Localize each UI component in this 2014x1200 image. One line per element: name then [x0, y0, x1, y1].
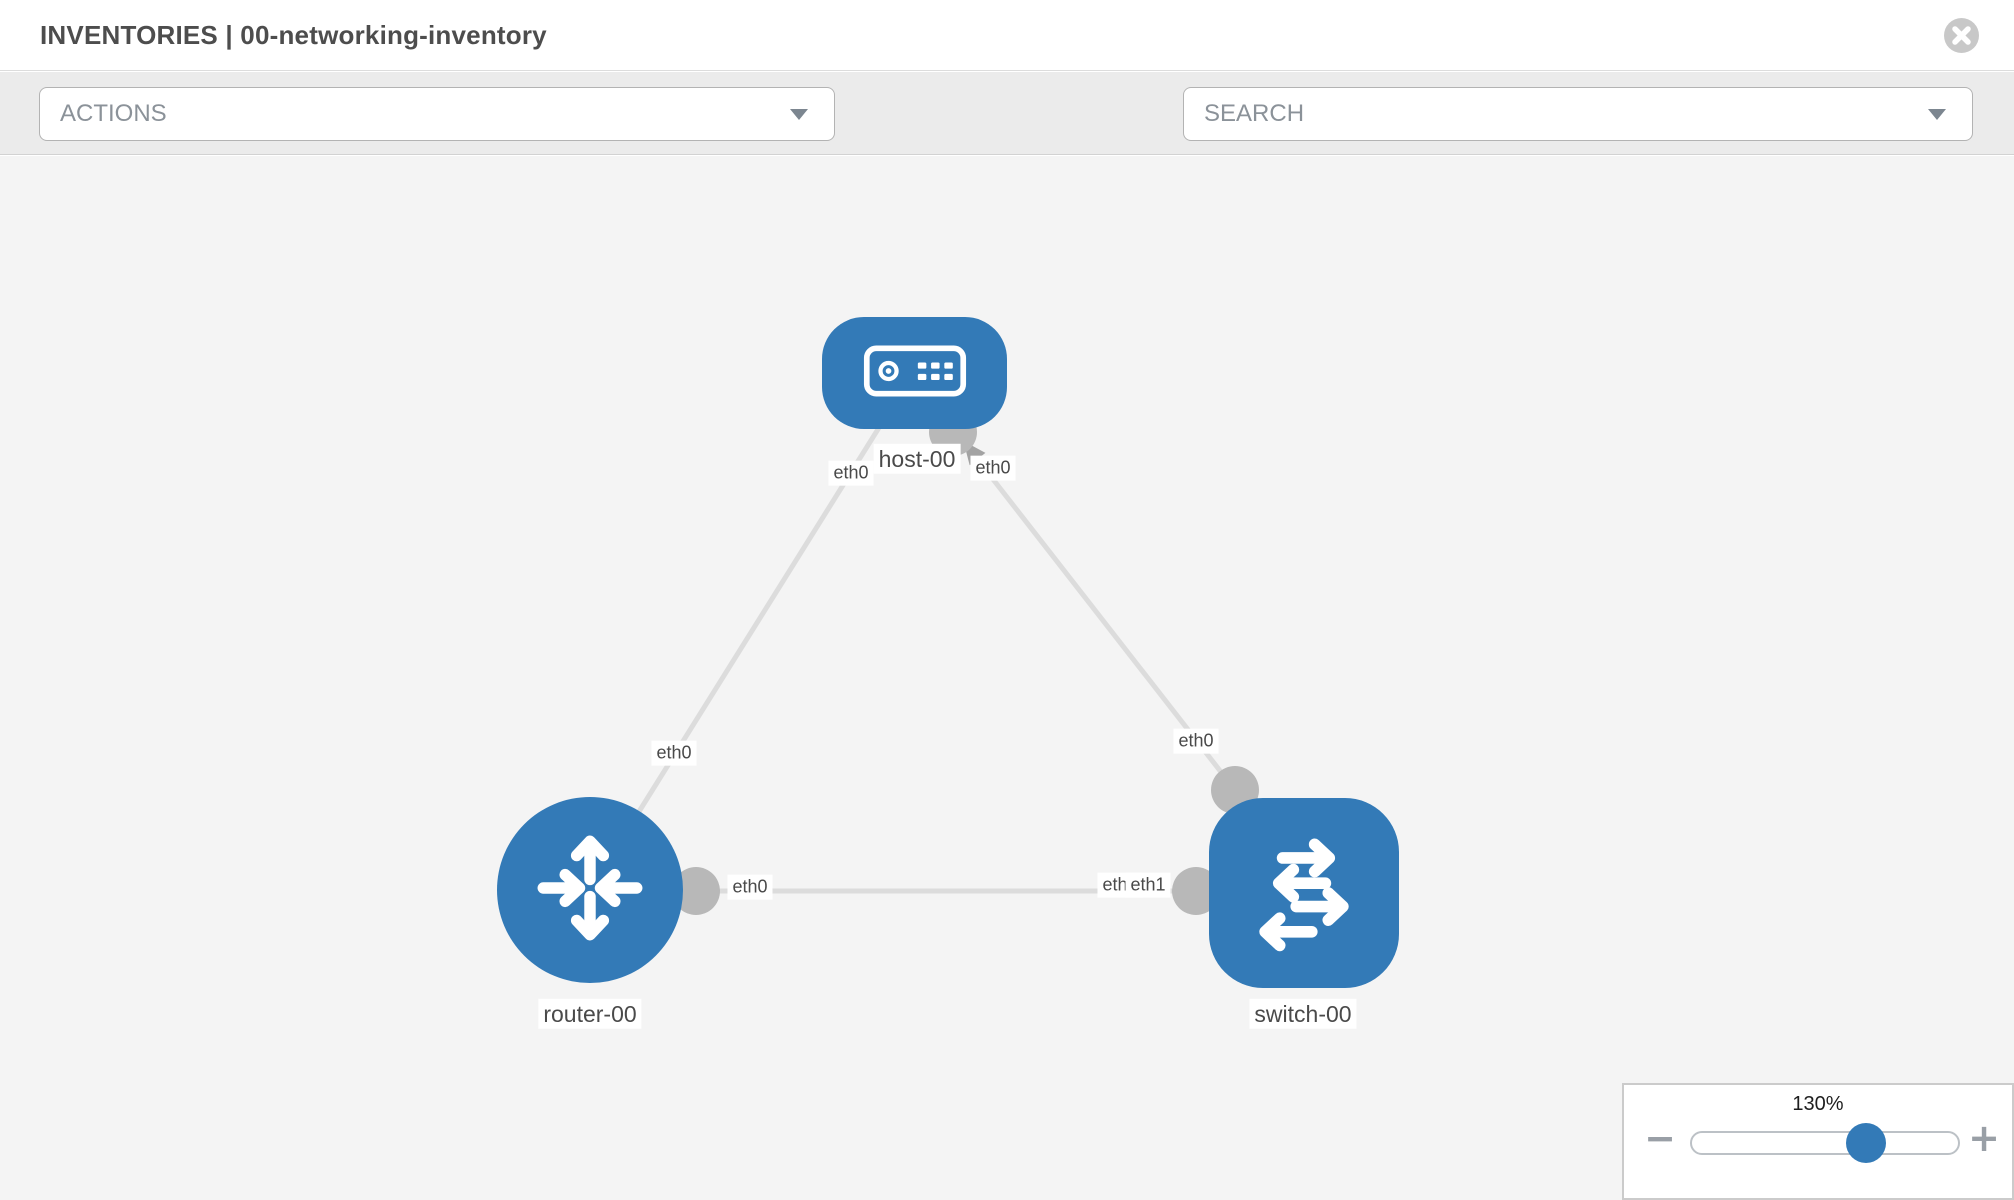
interface-label: eth0: [1173, 728, 1219, 754]
node-router-00[interactable]: [497, 797, 683, 983]
page-title: INVENTORIES | 00-networking-inventory: [40, 20, 547, 50]
close-button[interactable]: [1943, 17, 1980, 54]
switch-icon: [1236, 823, 1372, 964]
zoom-slider-track[interactable]: [1690, 1131, 1960, 1155]
node-host-00[interactable]: [822, 317, 1007, 429]
interface-connector[interactable]: [672, 867, 720, 915]
node-label-host: host-00: [873, 443, 961, 475]
toolbar: ACTIONS SEARCH: [0, 72, 2014, 201]
node-label-switch: switch-00: [1249, 998, 1357, 1030]
zoom-slider-knob[interactable]: [1846, 1123, 1886, 1163]
search-dropdown[interactable]: SEARCH: [1183, 87, 1973, 141]
zoom-panel: 130% − +: [1622, 1083, 2014, 1200]
actions-dropdown[interactable]: ACTIONS: [39, 87, 835, 141]
interface-connector[interactable]: [1172, 867, 1220, 915]
actions-dropdown-label: ACTIONS: [60, 100, 167, 127]
chevron-down-icon: [1928, 109, 1946, 120]
zoom-out-button[interactable]: −: [1640, 1113, 1680, 1163]
node-label-router: router-00: [538, 998, 642, 1030]
interface-label: eth0: [727, 874, 773, 900]
interface-label: eth0: [970, 455, 1016, 481]
router-icon: [528, 826, 652, 955]
search-placeholder: SEARCH: [1204, 100, 1305, 127]
switch-icon-node[interactable]: [1209, 798, 1399, 988]
close-icon: [1943, 18, 1980, 57]
topology-canvas[interactable]: host-00 router-00 switch-00 eth0 eth0 et…: [0, 156, 2014, 1200]
zoom-in-button[interactable]: +: [1964, 1113, 2004, 1163]
interface-label: eth0: [651, 740, 697, 766]
chevron-down-icon: [790, 109, 808, 120]
server-icon: [863, 344, 967, 403]
zoom-level-label: 130%: [1792, 1093, 1844, 1115]
links-layer: [587, 408, 1303, 915]
interface-label: eth0: [828, 460, 874, 486]
header: INVENTORIES | 00-networking-inventory: [0, 0, 2014, 71]
interface-label: eth1: [1125, 872, 1171, 898]
